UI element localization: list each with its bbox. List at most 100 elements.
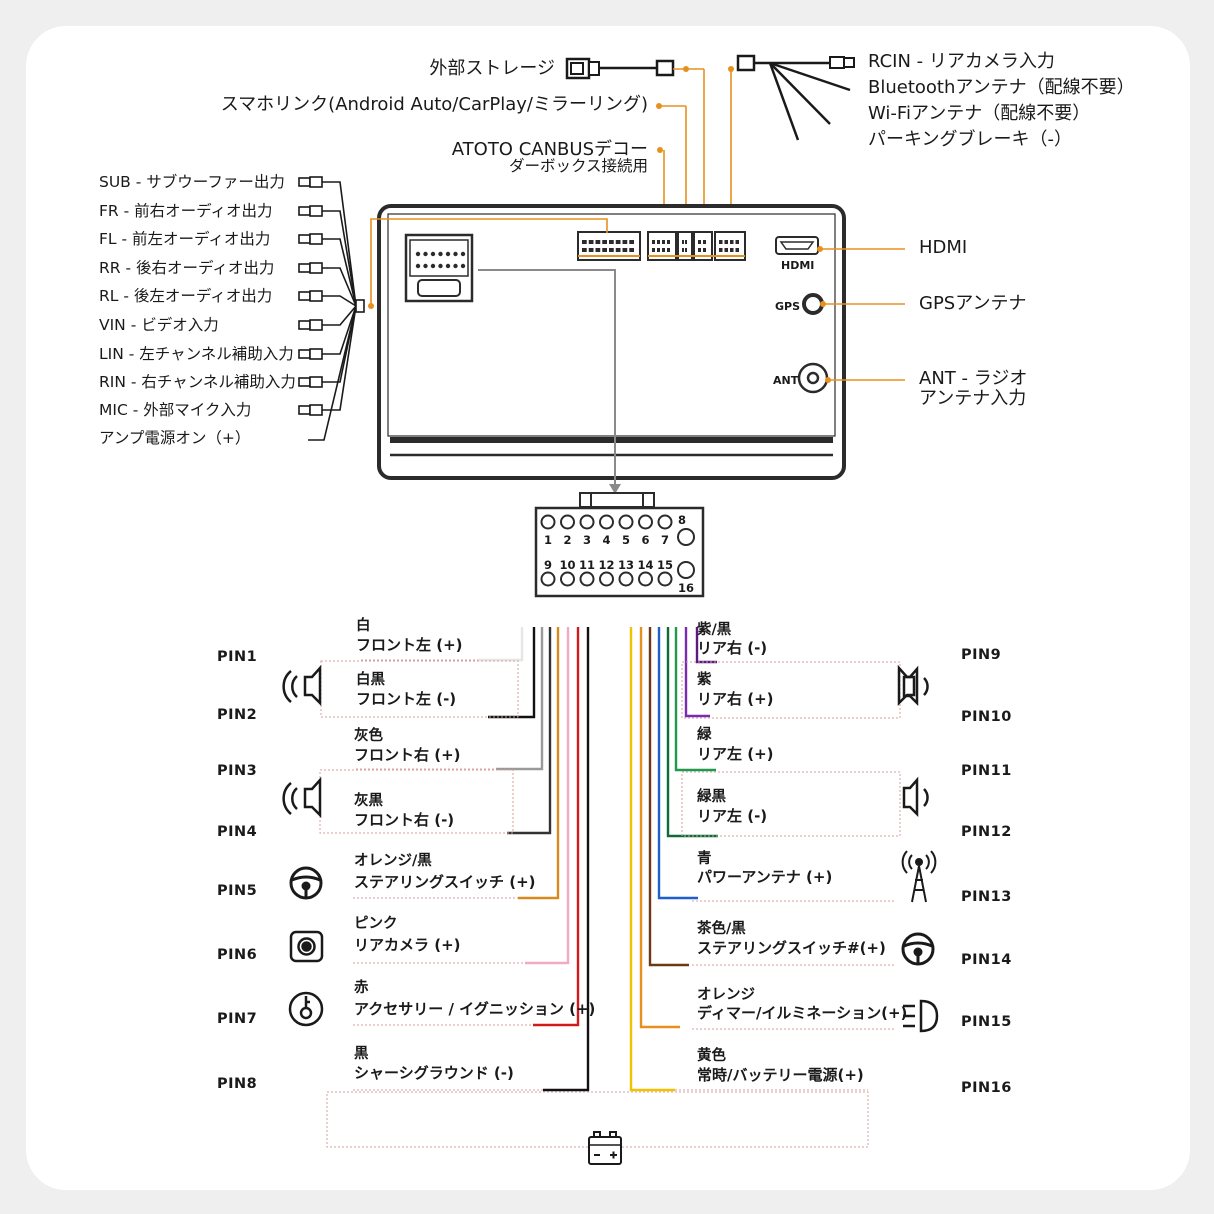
rca-plug-icon [298, 348, 323, 360]
pin-label: PIN12 [961, 824, 1012, 840]
connector-pin [540, 571, 556, 587]
wire-color-name: 黒 [354, 1046, 369, 1062]
label-wifi: Wi-Fiアンテナ（配線不要） [868, 103, 1091, 124]
rca-label: RR - 後右オーディオ出力 [99, 259, 275, 277]
label-ant-2: アンテナ入力 [919, 388, 1027, 409]
rca-label: SUB - サブウーファー出力 [99, 173, 285, 191]
pin-label: PIN4 [217, 824, 258, 840]
rca-label: アンプ電源オン（+） [99, 429, 251, 447]
hdmi-port-icon [775, 236, 819, 255]
speaker-icon [902, 776, 929, 818]
wire-function: 常時/バッテリー電源(+) [697, 1066, 864, 1084]
pin-number: 1 [543, 533, 552, 547]
wire-color-name: 紫 [697, 672, 712, 688]
rca-bundle [298, 176, 357, 441]
label-phonelink: スマホリンク(Android Auto/CarPlay/ミラーリング) [220, 94, 648, 115]
rca-label: FL - 前左オーディオ出力 [99, 230, 271, 248]
pin-number: 12 [598, 558, 615, 572]
connector-pin [560, 514, 575, 530]
label-gps: GPSアンテナ [919, 293, 1027, 314]
wire-color-name: 青 [697, 851, 712, 867]
gps-port-icon [802, 293, 824, 315]
steering-wheel-icon [289, 866, 323, 900]
wire-color-name: 緑 [697, 727, 712, 743]
rca-plug-icon [298, 233, 323, 245]
wire-left [478, 627, 524, 662]
connector-pin [677, 561, 695, 579]
pin-label: PIN14 [961, 952, 1012, 968]
wire-right [684, 627, 710, 718]
pin-label: PIN7 [217, 1011, 258, 1027]
wire-color-name: 紫/黒 [697, 622, 732, 638]
pin-label: PIN5 [217, 883, 258, 899]
wire-right [648, 627, 689, 967]
wire-left [518, 627, 560, 900]
pin-label: PIN2 [217, 707, 258, 723]
wire-function: ステアリングスイッチ (+) [354, 873, 536, 891]
rca-plug-icon [298, 290, 323, 302]
right-port-leaders [820, 248, 905, 381]
wire-function: フロント右 (-) [354, 811, 455, 829]
connector-pin [599, 571, 614, 587]
pin-number: 16 [678, 581, 695, 595]
pin-label: PIN9 [961, 647, 1002, 663]
rca-label: RL - 後左オーディオ出力 [99, 287, 273, 305]
wire-color-name: 黄色 [697, 1048, 726, 1064]
connector-pin [579, 514, 595, 530]
battery-icon [588, 1131, 622, 1165]
connector-pin [657, 514, 673, 530]
rca-label: MIC - 外部マイク入力 [99, 401, 252, 419]
wire-right [639, 627, 680, 1029]
label-ant-1: ANT - ラジオ [919, 368, 1028, 389]
wire-left [525, 627, 570, 965]
wire-left [488, 627, 536, 719]
speaker-icon [897, 664, 929, 707]
headlight-icon [903, 999, 939, 1033]
wire-function: フロント右 (+) [354, 746, 461, 764]
wire-function: リア右 (+) [697, 690, 774, 708]
connector-pin [618, 571, 634, 587]
wire-color-name: 緑黒 [697, 789, 726, 805]
wire-right [629, 627, 675, 1092]
pin-number: 4 [602, 533, 611, 547]
rca-label: LIN - 左チャンネル補助入力 [99, 345, 294, 363]
connector-pin [638, 571, 653, 587]
wire-function: ステアリングスイッチ#(+) [697, 939, 886, 957]
wire-right [674, 627, 716, 772]
pin-number: 10 [559, 558, 576, 572]
pin-number: 14 [637, 558, 654, 572]
socket-feed-line [478, 269, 616, 488]
rca-plug-icon [298, 176, 323, 188]
label-hdmi: HDMI [919, 237, 968, 258]
pin-number: 9 [543, 558, 552, 572]
pin-number: 5 [621, 533, 630, 547]
pin-label: PIN1 [217, 649, 258, 665]
pin-number: 11 [579, 558, 596, 572]
head-unit [377, 204, 846, 480]
wire-color-name: オレンジ [697, 987, 755, 1003]
label-parking: パーキングブレーキ（-） [868, 129, 1072, 150]
pin-label: PIN10 [961, 709, 1012, 725]
label-rcin: RCIN - リアカメラ入力 [868, 51, 1055, 72]
label-bluetooth: Bluetoothアンテナ（配線不要） [868, 77, 1135, 98]
connector-pin [560, 571, 575, 587]
wire-color-name: 赤 [354, 980, 369, 996]
wire-function: フロント左 (+) [356, 636, 463, 654]
wire-color-name: 白 [356, 618, 371, 634]
rca-plug-icon [298, 376, 323, 388]
speaker-icon [282, 664, 322, 707]
rca-plug-icon [298, 262, 323, 274]
ant-port-label: ANT [773, 374, 799, 387]
rca-label: RIN - 右チャンネル補助入力 [99, 373, 296, 391]
wire-color-name: 灰黒 [354, 793, 383, 809]
pin-number: 13 [618, 558, 635, 572]
wire-left [543, 627, 590, 1092]
top-harness [565, 54, 855, 141]
wire-function: リア右 (-) [697, 639, 768, 657]
pin-number: 3 [582, 533, 591, 547]
wire-function: リア左 (-) [697, 807, 768, 825]
pin-label: PIN15 [961, 1014, 1012, 1030]
wire-function: パワーアンテナ (+) [697, 868, 833, 886]
connector-pin [638, 514, 653, 530]
wire-function: アクセサリー / イグニッション (+) [354, 1000, 596, 1018]
